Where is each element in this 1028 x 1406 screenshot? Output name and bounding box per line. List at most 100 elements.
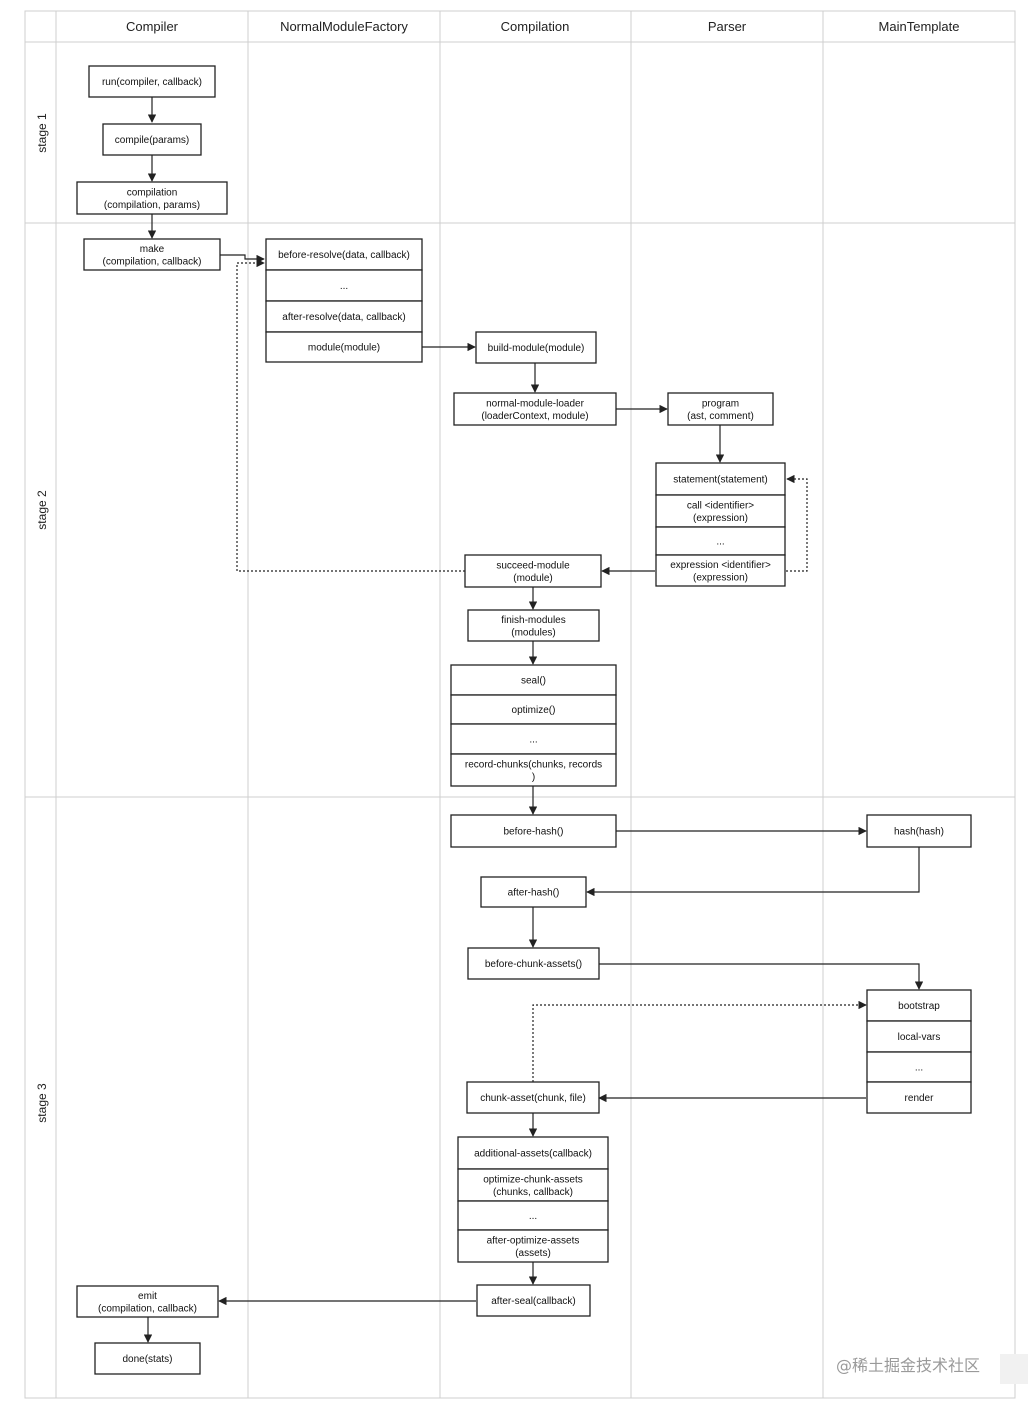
column-header-main-template: MainTemplate bbox=[879, 19, 960, 34]
hook-node-mt-local-vars-box bbox=[866, 1020, 972, 1053]
hook-node-compilation-box bbox=[76, 181, 228, 215]
hook-node-before-chunk-assets-box bbox=[467, 947, 600, 980]
stage-label-1: stage 1 bbox=[35, 113, 49, 153]
hook-node-p-call-box bbox=[655, 494, 786, 528]
hook-node-before-hash-box bbox=[450, 814, 617, 848]
hook-node-normal-module-loader-box bbox=[453, 392, 617, 426]
hook-node-done-box bbox=[94, 1342, 201, 1375]
connector-make-to-before-resolve bbox=[220, 254, 265, 264]
hook-node-record-chunks-label-1: record-chunks(chunks, records bbox=[465, 759, 602, 770]
hook-node-hash-label-1: hash(hash) bbox=[894, 827, 944, 838]
hook-node-mt-ellipsis-label-1: ... bbox=[915, 1063, 923, 1074]
hook-node-finish-modules-label-1: finish-modules bbox=[501, 615, 565, 626]
column-header-normal-module-factory: NormalModuleFactory bbox=[280, 19, 408, 34]
hook-node-succeed-module-label-1: succeed-module bbox=[496, 560, 570, 571]
hook-node-succeed-module-box bbox=[464, 554, 602, 588]
hook-node-make-label-1: make bbox=[140, 244, 165, 255]
hook-node-mt-bootstrap-box bbox=[866, 989, 972, 1022]
hook-node-emit: emit(compilation, callback) bbox=[76, 1285, 219, 1318]
hook-node-optimize-chunk-assets: optimize-chunk-assets (chunks, callback) bbox=[457, 1168, 609, 1202]
connector-hash-to-after-hash bbox=[586, 847, 920, 897]
hook-node-optimize-chunk-assets-label-2: (chunks, callback) bbox=[493, 1187, 573, 1198]
hook-node-succeed-module-label-2: (module) bbox=[513, 573, 552, 584]
hook-node-p-call-label-2: (expression) bbox=[693, 513, 748, 524]
hook-node-nmf-after-resolve-box bbox=[265, 300, 423, 333]
hook-node-mt-ellipsis-box bbox=[866, 1051, 972, 1083]
watermark-text: @稀土掘金技术社区 bbox=[836, 1356, 981, 1375]
hook-node-program-label-2: (ast, comment) bbox=[687, 411, 754, 422]
hook-node-nmf-ellipsis: ... bbox=[265, 269, 423, 302]
stage-label-3: stage 3 bbox=[35, 1083, 49, 1123]
hook-node-build-module-label-1: build-module(module) bbox=[488, 343, 585, 354]
hook-node-after-optimize-assets-box bbox=[457, 1229, 609, 1263]
hook-node-c-ellipsis-1-label-1: ... bbox=[529, 735, 537, 746]
hook-node-after-seal-label-1: after-seal(callback) bbox=[491, 1296, 575, 1307]
hook-node-compile: compile(params) bbox=[102, 123, 202, 156]
hook-node-after-hash: after-hash() bbox=[480, 876, 587, 908]
hook-node-mt-render: render bbox=[866, 1081, 972, 1114]
loop-chunk-asset-to-bootstrap bbox=[532, 1000, 867, 1082]
hook-nodes: run(compiler, callback) compile(params) co… bbox=[76, 65, 972, 1375]
hook-node-after-hash-box bbox=[480, 876, 587, 908]
hook-node-normal-module-loader-label-1: normal-module-loader bbox=[486, 398, 584, 409]
hook-node-p-call-label-1: call <identifier> bbox=[687, 500, 754, 511]
hook-node-hash: hash(hash) bbox=[866, 814, 972, 848]
hook-node-p-ellipsis-label-1: ... bbox=[716, 537, 724, 548]
hook-node-after-hash-label-1: after-hash() bbox=[508, 888, 560, 899]
hook-node-c-ellipsis-2: ... bbox=[457, 1200, 609, 1231]
column-header-compilation: Compilation bbox=[501, 19, 570, 34]
hook-node-mt-bootstrap-label-1: bootstrap bbox=[898, 1001, 940, 1012]
hook-node-finish-modules-box bbox=[467, 609, 600, 642]
hook-node-finish-modules: finish-modules(modules) bbox=[467, 609, 600, 642]
hook-node-before-chunk-assets-label-1: before-chunk-assets() bbox=[485, 959, 582, 970]
hook-node-compile-label-1: compile(params) bbox=[115, 135, 189, 146]
hook-node-mt-render-box bbox=[866, 1081, 972, 1114]
hook-node-additional-assets-label-1: additional-assets(callback) bbox=[474, 1149, 592, 1160]
hook-node-run-label-1: run(compiler, callback) bbox=[102, 77, 202, 88]
hook-node-optimize-label-1: optimize() bbox=[512, 705, 556, 716]
swimlane-grid bbox=[24, 10, 1016, 1399]
hook-node-p-expression-label-2: (expression) bbox=[693, 572, 748, 583]
hook-node-program: program (ast, comment) bbox=[667, 392, 774, 426]
hook-node-nmf-before-resolve: before-resolve(data, callback) bbox=[265, 238, 423, 271]
hook-node-compilation: compilation(compilation, params) bbox=[76, 181, 228, 215]
hook-node-c-ellipsis-2-label-1: ... bbox=[529, 1211, 537, 1222]
hook-node-mt-bootstrap: bootstrap bbox=[866, 989, 972, 1022]
hook-node-nmf-module: module(module) bbox=[265, 331, 423, 363]
hook-node-chunk-asset: chunk-asset(chunk, file) bbox=[466, 1081, 600, 1114]
hook-node-optimize-box bbox=[450, 694, 617, 725]
hook-node-p-ellipsis-box bbox=[655, 526, 786, 556]
hook-node-succeed-module: succeed-module (module) bbox=[464, 554, 602, 588]
stage-label-2: stage 2 bbox=[35, 490, 49, 530]
hook-node-after-optimize-assets-label-2: (assets) bbox=[515, 1248, 551, 1259]
hook-node-normal-module-loader: normal-module-loader(loaderContext, modu… bbox=[453, 392, 617, 426]
hook-node-record-chunks-box bbox=[450, 753, 617, 787]
loop-expression-to-statement bbox=[786, 474, 808, 572]
hook-node-p-expression-box bbox=[655, 554, 786, 587]
loop-succeed-module-to-before-resolve bbox=[236, 258, 465, 572]
hook-node-optimize: optimize() bbox=[450, 694, 617, 725]
hook-node-after-optimize-assets: after-optimize-assets (assets) bbox=[457, 1229, 609, 1263]
hook-node-build-module: build-module(module) bbox=[475, 331, 597, 364]
hook-node-emit-label-2: (compilation, callback) bbox=[98, 1303, 197, 1314]
connectors bbox=[143, 97, 924, 1343]
hook-node-before-hash-label-1: before-hash() bbox=[503, 827, 563, 838]
hook-node-program-label-1: program bbox=[702, 398, 739, 409]
hook-node-nmf-after-resolve: after-resolve(data, callback) bbox=[265, 300, 423, 333]
hook-node-nmf-module-box bbox=[265, 331, 423, 363]
hook-node-before-chunk-assets: before-chunk-assets() bbox=[467, 947, 600, 980]
hook-node-mt-ellipsis: ... bbox=[866, 1051, 972, 1083]
stage-labels: stage 1 stage 2 stage 3 bbox=[35, 113, 49, 1123]
hook-node-nmf-ellipsis-box bbox=[265, 269, 423, 302]
hook-node-p-call: call <identifier> (expression) bbox=[655, 494, 786, 528]
hook-node-optimize-chunk-assets-label-1: optimize-chunk-assets bbox=[483, 1174, 582, 1185]
hook-node-p-statement-box bbox=[655, 462, 786, 496]
hook-node-finish-modules-label-2: (modules) bbox=[511, 627, 555, 638]
hook-node-nmf-before-resolve-box bbox=[265, 238, 423, 271]
hook-node-after-seal: after-seal(callback) bbox=[476, 1284, 591, 1317]
hook-node-compilation-label-2: (compilation, params) bbox=[104, 200, 200, 211]
hook-node-after-optimize-assets-label-1: after-optimize-assets bbox=[487, 1235, 580, 1246]
hook-node-mt-render-label-1: render bbox=[905, 1093, 935, 1104]
hook-node-mt-local-vars-label-1: local-vars bbox=[898, 1032, 941, 1043]
